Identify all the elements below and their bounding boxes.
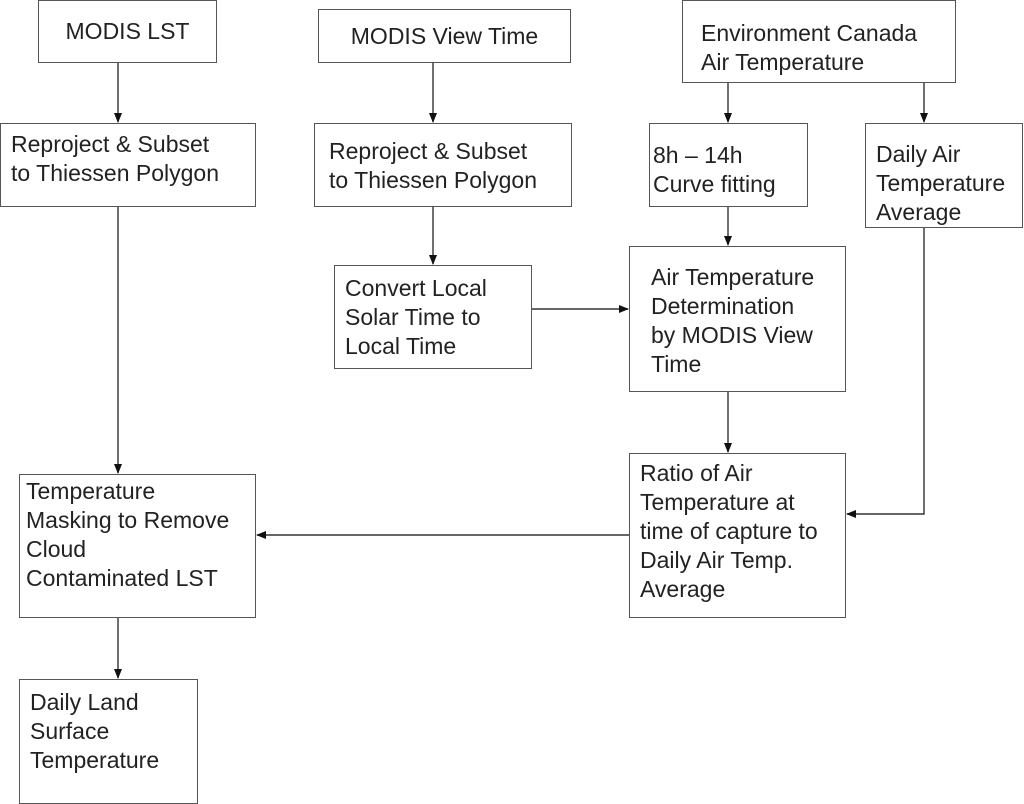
node-text: to Thiessen Polygon	[11, 160, 219, 186]
node-air-temperature-determination: Air Temperature Determination by MODIS V…	[629, 246, 846, 392]
node-curve-fitting: 8h – 14h Curve fitting	[649, 123, 808, 207]
node-text: Daily Air Temp.	[640, 547, 793, 573]
node-text: Solar Time to	[345, 304, 481, 330]
node-text: Temperature	[876, 170, 1006, 196]
node-reproject-subset-lst: Reproject & Subset to Thiessen Polygon	[0, 123, 256, 207]
node-text: Daily Air	[876, 141, 961, 167]
node-text: Reproject & Subset	[11, 131, 210, 157]
node-ratio-air-temperature: Ratio of Air Temperature at time of capt…	[629, 453, 846, 618]
node-text: time of capture to	[640, 518, 818, 544]
node-modis-lst: MODIS LST	[38, 0, 217, 63]
node-text: Cloud	[26, 536, 87, 562]
node-text: Time	[651, 351, 702, 377]
node-text: Air Temperature	[701, 49, 865, 75]
node-text: to Thiessen Polygon	[329, 167, 537, 193]
node-text: Temperature	[26, 478, 156, 504]
node-text: Daily Land	[30, 689, 139, 715]
node-environment-canada-air-temperature: Environment Canada Air Temperature	[682, 0, 956, 83]
node-text: Curve fitting	[653, 171, 776, 197]
node-text: Reproject & Subset	[329, 138, 528, 164]
node-text: MODIS View Time	[350, 22, 539, 49]
node-text: Temperature	[30, 747, 160, 773]
node-text: Ratio of Air	[640, 460, 753, 486]
node-text: 8h – 14h	[653, 142, 743, 168]
node-text: Contaminated LST	[26, 565, 218, 591]
node-text: Environment Canada	[701, 20, 918, 46]
node-daily-air-temperature-average: Daily Air Temperature Average	[865, 123, 1023, 228]
node-text: Masking to Remove	[26, 507, 230, 533]
node-reproject-subset-view-time: Reproject & Subset to Thiessen Polygon	[314, 123, 572, 207]
node-modis-view-time: MODIS View Time	[318, 9, 571, 63]
node-temperature-masking: Temperature Masking to Remove Cloud Cont…	[19, 474, 256, 618]
node-text: Temperature at	[640, 489, 795, 515]
node-text: MODIS LST	[65, 18, 190, 44]
node-convert-local-solar-time: Convert Local Solar Time to Local Time	[334, 265, 532, 369]
node-text: by MODIS View	[651, 322, 813, 348]
node-text: Surface	[30, 718, 110, 744]
node-text: Average	[876, 199, 962, 225]
node-text: Air Temperature	[651, 264, 815, 290]
node-text: Local Time	[345, 333, 457, 359]
node-text: Average	[640, 576, 726, 602]
node-daily-land-surface-temperature: Daily Land Surface Temperature	[19, 679, 198, 804]
node-text: Convert Local	[345, 275, 487, 301]
edge-daily-avg-to-ratio	[846, 228, 925, 518]
node-text: Determination	[651, 293, 795, 319]
